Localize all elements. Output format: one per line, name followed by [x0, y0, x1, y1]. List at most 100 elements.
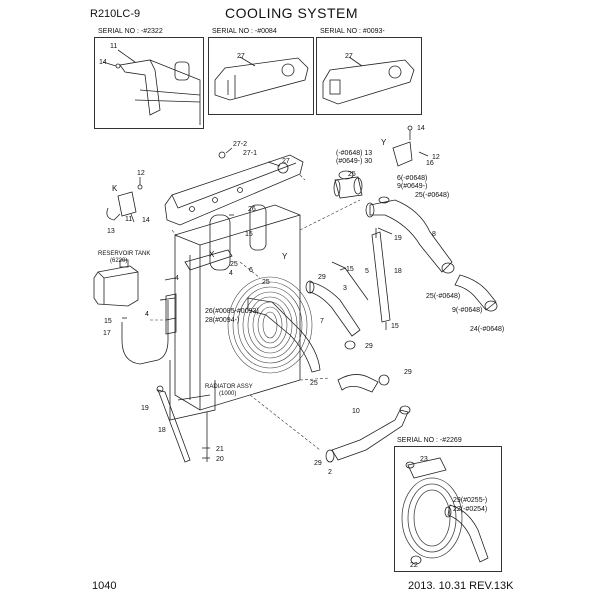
hose-7	[247, 297, 321, 373]
label-6r: 6(-#0648)	[397, 175, 427, 182]
label-18b: 18	[158, 427, 166, 434]
label-25a: 25	[230, 261, 238, 268]
label-10: 10	[352, 408, 360, 415]
label-12b: 12	[432, 154, 440, 161]
label-inset4-22: 22(-#0254)	[453, 506, 487, 513]
hose-8	[369, 199, 453, 273]
bracket-k-drawing	[106, 177, 143, 223]
label-4b: 4	[229, 270, 233, 277]
label-inset4-22b: 22	[410, 562, 418, 569]
label-3: 3	[343, 285, 347, 292]
hose-17	[121, 300, 169, 365]
label-13r: (-#0648) 13	[336, 150, 372, 157]
inset-serial-label: SERIAL NO : #0093-	[320, 28, 385, 35]
inset-serial-label: SERIAL NO : -#0084	[212, 28, 277, 35]
label-14b: 14	[417, 125, 425, 132]
label-13: 13	[107, 228, 115, 235]
label-Y: Y	[282, 252, 288, 261]
label-15a: 15	[245, 231, 253, 238]
page-title: COOLING SYSTEM	[225, 5, 359, 21]
label-25c: 25	[348, 171, 356, 178]
fan-guard	[227, 276, 313, 374]
model-number: R210LC-9	[90, 8, 141, 20]
label-28: 28(#0094-)	[205, 317, 239, 324]
label-Y2: Y	[381, 138, 387, 147]
hose-3	[309, 281, 361, 337]
label-20: 20	[216, 456, 224, 463]
label-radiator-code: (1000)	[219, 391, 236, 397]
inset-serial-0084: SERIAL NO : -#0084	[208, 28, 314, 115]
inset2-shroud-drawing	[214, 56, 309, 101]
label-6: 6	[249, 267, 253, 274]
inset-serial-2269: SERIAL NO : -#2269	[394, 437, 502, 572]
label-25s: 25(-#0648)	[426, 293, 460, 300]
label-9r: 9(#0649-)	[397, 183, 427, 190]
label-29b: 29	[365, 343, 373, 350]
label-inset1-11: 11	[110, 43, 117, 50]
part-labels: 11 14 27 27 27-2 27-1 27 12 K 14 11 13 2…	[98, 43, 504, 569]
label-inset2-27: 27	[237, 53, 245, 60]
label-K: K	[112, 184, 118, 193]
label-inset4-29: 29(#0255-)	[453, 497, 487, 504]
label-26-range: 26(#0085-#0093)	[205, 308, 259, 315]
leader-lines	[150, 174, 361, 451]
bracket-y	[392, 141, 413, 167]
label-14a: 14	[142, 217, 150, 224]
label-5: 5	[365, 268, 369, 275]
label-inset1-14: 14	[99, 59, 107, 66]
label-27-2: 27-2	[233, 141, 247, 148]
label-inset3-27: 27	[345, 53, 353, 60]
label-inset4-23: 23	[420, 456, 428, 463]
label-29d: 29	[314, 460, 322, 467]
label-25r: 25(-#0648)	[415, 192, 449, 199]
hose-10	[337, 374, 379, 393]
label-17: 17	[103, 330, 111, 337]
label-15b: 15	[104, 318, 112, 325]
label-7: 7	[320, 318, 324, 325]
label-4a: 4	[175, 275, 179, 282]
label-21: 21	[216, 446, 224, 453]
label-29a: 29	[318, 274, 326, 281]
label-26: 26	[248, 206, 256, 213]
label-reservoir-tank: RESERVOIR TANK	[98, 251, 150, 257]
label-18a: 18	[394, 268, 402, 275]
inset3-shroud-drawing	[322, 56, 415, 105]
inset-serial-label: SERIAL NO : -#2269	[397, 437, 462, 444]
label-15d: 15	[391, 323, 399, 330]
inset4-drawing	[401, 457, 489, 565]
label-19b: 19	[141, 405, 149, 412]
label-X: X	[209, 250, 215, 259]
hose-9	[454, 274, 497, 311]
label-30: (#0649-) 30	[336, 158, 372, 165]
label-9s: 9(-#0648)	[452, 307, 482, 314]
pipe-2	[331, 409, 409, 461]
stay-18-left	[157, 389, 191, 463]
label-24: 24(-#0648)	[470, 326, 504, 333]
stay-18-right	[371, 231, 391, 323]
inset-serial-2322: SERIAL NO : -#2322	[94, 28, 204, 129]
page-number: 1040	[92, 580, 117, 592]
label-2: 2	[328, 469, 332, 476]
label-11: 11	[125, 216, 132, 223]
radiator-frame	[169, 360, 216, 462]
reservoir-tank	[93, 259, 139, 307]
label-16: 16	[426, 160, 434, 167]
label-radiator-assy: RADIATOR ASSY	[205, 384, 253, 390]
label-27-1: 27-1	[243, 150, 257, 157]
inset-serial-label: SERIAL NO : -#2322	[98, 28, 163, 35]
label-8: 8	[432, 231, 436, 238]
label-27: 27	[282, 158, 290, 165]
revision-date: 2013. 10.31 REV.13K	[408, 580, 514, 592]
label-19a: 19	[394, 235, 402, 242]
label-25d: 25	[310, 380, 318, 387]
label-reservoir-code: (6220)	[110, 258, 127, 264]
label-29c: 29	[404, 369, 412, 376]
label-15c: 15	[346, 266, 354, 273]
label-4c: 4	[145, 311, 149, 318]
label-12a: 12	[137, 170, 145, 177]
inset1-bracket-drawing	[102, 49, 201, 125]
label-25b: 25	[262, 279, 270, 286]
top-shroud-27	[164, 154, 304, 226]
